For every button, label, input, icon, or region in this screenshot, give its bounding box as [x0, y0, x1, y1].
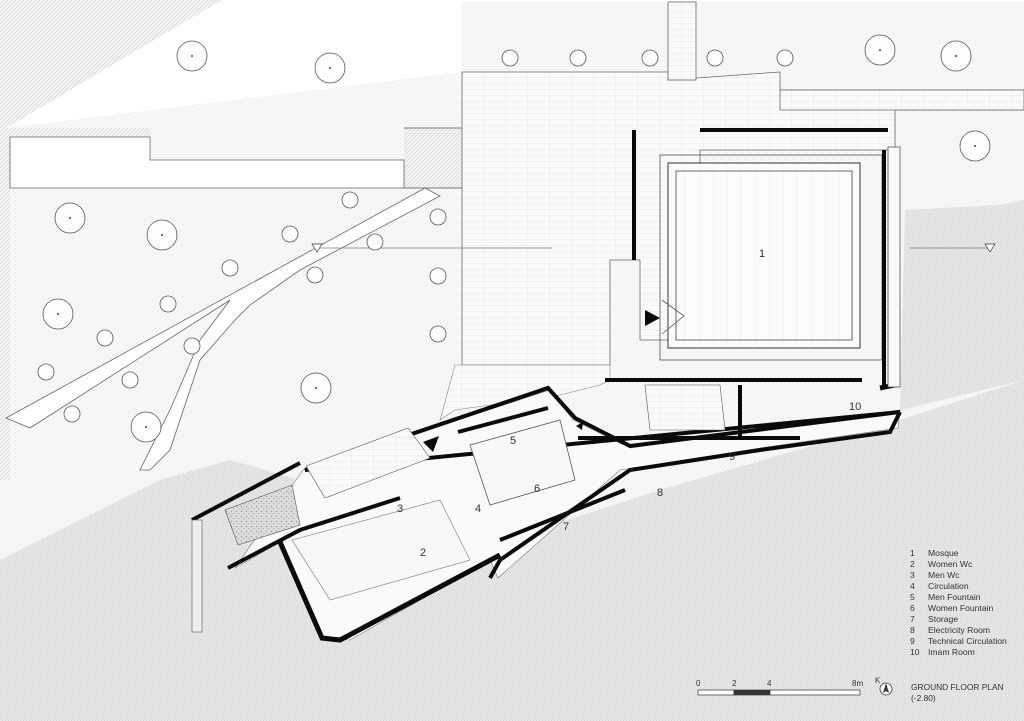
scale-tick-label: 4 — [767, 679, 772, 688]
drawing-title-line1: GROUND FLOOR PLAN — [911, 682, 1004, 692]
section-lines — [311, 243, 996, 253]
legend-item: 7 Storage — [910, 614, 1020, 625]
room-label: 9 — [729, 451, 736, 463]
scale-tick-label: 8m — [852, 679, 864, 688]
room-label: 1 — [759, 248, 766, 260]
legend-item: 8 Electricity Room — [910, 625, 1020, 636]
footpaths — [5, 187, 441, 471]
road — [6, 0, 1024, 189]
legend-item: 5 Men Fountain — [910, 592, 1020, 603]
plaza-paving — [439, 1, 1024, 421]
room-label: 4 — [475, 503, 482, 515]
legend-item: 6 Women Fountain — [910, 603, 1020, 614]
legend-num: 1 — [910, 548, 915, 558]
room-label: 2 — [420, 547, 427, 559]
legend-label: Technical Circulation — [928, 636, 1007, 646]
room-label: 7 — [563, 521, 570, 533]
legend-num: 8 — [910, 625, 915, 635]
legend-num: 4 — [910, 581, 915, 591]
room-label: 5 — [510, 435, 517, 447]
legend: 1 Mosque 2 Women Wc 3 Men Wc 4 Circulation 5… — [910, 548, 1020, 658]
legend-num: 3 — [910, 570, 915, 580]
legend-num: 6 — [910, 603, 915, 613]
legend-num: 5 — [910, 592, 915, 602]
legend-item: 3 Men Wc — [910, 570, 1020, 581]
legend-label: Women Wc — [928, 559, 973, 569]
trees — [37, 34, 991, 443]
legend-num: 10 — [910, 647, 920, 657]
legend-item: 1 Mosque — [910, 548, 1020, 559]
legend-num: 2 — [910, 559, 915, 569]
legend-label: Women Fountain — [928, 603, 994, 613]
north-arrow-icon — [879, 682, 893, 696]
legend-num: 7 — [910, 614, 915, 624]
room-label: 10 — [849, 401, 862, 413]
legend-item: 10 Imam Room — [910, 647, 1020, 658]
legend-item: 4 Circulation — [910, 581, 1020, 592]
legend-item: 2 Women Wc — [910, 559, 1020, 570]
legend-label: Imam Room — [928, 647, 975, 657]
tree-trunks — [57, 49, 976, 428]
room-label: 8 — [657, 487, 664, 499]
drawing-title-line2: (-2.80) — [911, 693, 936, 703]
legend-label: Mosque — [928, 548, 959, 558]
legend-label: Men Fountain — [928, 592, 981, 602]
service-block — [191, 384, 902, 643]
scale-bar — [697, 689, 861, 696]
scale-tick-label: 0 — [696, 679, 701, 688]
mosque-hall — [605, 128, 901, 391]
north-label: K — [875, 676, 881, 685]
room-label: 3 — [397, 503, 404, 515]
drawing-title: GROUND FLOOR PLAN (-2.80) — [911, 682, 1004, 704]
legend-label: Storage — [928, 614, 959, 624]
scale-tick-label: 2 — [732, 679, 737, 688]
legend-num: 9 — [910, 636, 915, 646]
legend-item: 9 Technical Circulation — [910, 636, 1020, 647]
room-label: 6 — [534, 483, 541, 495]
legend-label: Men Wc — [928, 570, 960, 580]
legend-label: Electricity Room — [928, 625, 991, 635]
legend-label: Circulation — [928, 581, 969, 591]
